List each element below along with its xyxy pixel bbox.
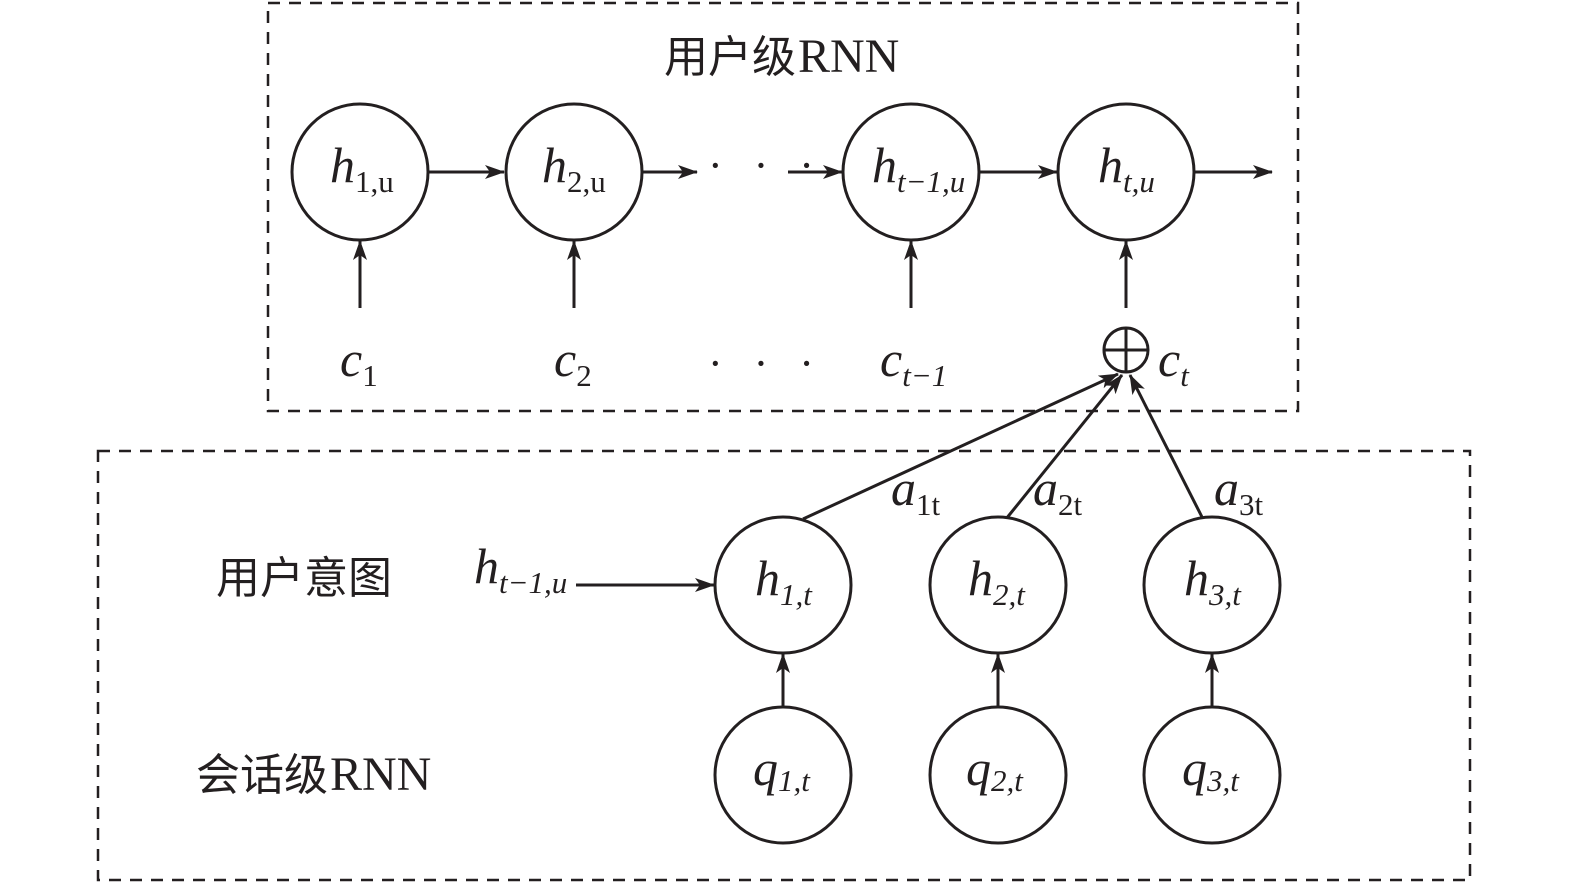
attention-edge-3 <box>1128 374 1205 520</box>
svg-text:q1,t: q1,t <box>753 740 811 798</box>
node-q-2-t: q2,t <box>928 705 1068 845</box>
attention-weight-a3t: a3t <box>1214 460 1264 522</box>
svg-text:h2,t: h2,t <box>968 550 1026 612</box>
attention-weight-a2t: a2t <box>1033 460 1083 522</box>
ellipsis-bottom: · · · <box>708 339 824 388</box>
node-h-1-u: h1,u <box>290 102 430 242</box>
node-h-2-t: h2,t <box>928 515 1068 655</box>
svg-text:ht−1,u: ht−1,u <box>872 137 965 199</box>
node-h-2-u: h2,u <box>504 102 644 242</box>
svg-text:ht,u: ht,u <box>1098 137 1155 199</box>
svg-text:h1,u: h1,u <box>330 137 394 199</box>
node-h-tm1-u: ht−1,u <box>841 102 981 242</box>
node-q-3-t: q3,t <box>1142 705 1282 845</box>
input-ctm1: ct−1 <box>880 331 947 393</box>
user-level-rnn-box <box>266 1 1300 413</box>
node-h-t-u: ht,u <box>1056 102 1196 242</box>
input-c2: c2 <box>554 331 592 393</box>
prev-user-state: ht−1,u <box>474 538 567 600</box>
input-ct: ct <box>1158 331 1190 393</box>
user-intent-label: 用户意图 <box>216 553 392 604</box>
svg-text:q2,t: q2,t <box>966 740 1024 798</box>
user-level-title: 用户级RNN <box>664 30 899 83</box>
session-level-rnn-box <box>96 449 1472 882</box>
node-h-3-t: h3,t <box>1142 515 1282 655</box>
svg-text:h3,t: h3,t <box>1184 550 1242 612</box>
svg-text:h1,t: h1,t <box>755 550 813 612</box>
attention-weight-a1t: a1t <box>891 460 941 522</box>
node-h-1-t: h1,t <box>713 515 853 655</box>
node-q-1-t: q1,t <box>713 705 853 845</box>
ellipsis-top: · · · <box>708 141 824 190</box>
session-level-rnn-label: 会话级RNN <box>196 748 431 801</box>
oplus-combiner-icon <box>1102 326 1150 374</box>
attention-edge-1 <box>802 372 1119 521</box>
svg-text:h2,u: h2,u <box>542 137 606 199</box>
input-c1: c1 <box>340 331 378 393</box>
attention-edge-2 <box>1004 374 1124 520</box>
svg-text:q3,t: q3,t <box>1182 740 1240 798</box>
